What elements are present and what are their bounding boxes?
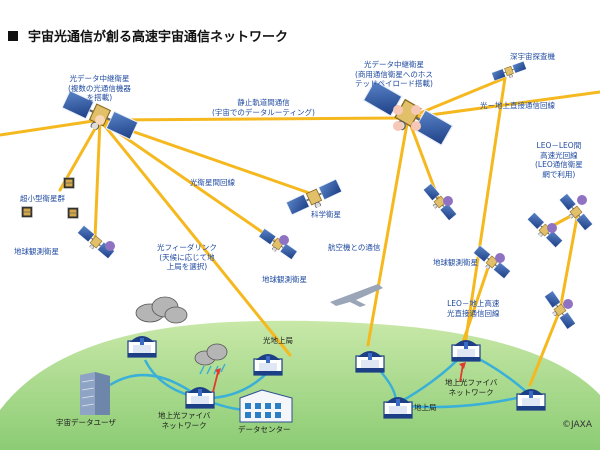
relay-satellite-right-icon <box>359 79 454 152</box>
link-feeder <box>98 118 292 357</box>
link-leo-leo-1 <box>558 210 580 312</box>
label-relay-satellite-2: 光データ中継衛星(商用通信衛星へのホステッドペイロード搭載) <box>355 60 433 88</box>
cloud-icon <box>135 296 228 366</box>
link-geo-geo <box>98 116 410 122</box>
rain-icon <box>199 363 226 375</box>
eo-antenna-right <box>443 196 453 206</box>
copyright-credit: ©JAXA <box>562 420 592 430</box>
label-intersat-link: 光衛星間回線 <box>190 178 235 187</box>
link-eo-right <box>406 116 440 200</box>
label-geo-link: 静止軌道間通信(宇宙でのデータルーティング) <box>212 98 315 117</box>
label-direct-link: 光－地上直接通信回線 <box>480 101 555 110</box>
label-science-satellite: 科学衛星 <box>311 210 341 219</box>
title-bullet-icon <box>8 31 18 41</box>
label-ground-station: 地上局 <box>414 403 437 412</box>
link-eo-center <box>98 118 280 245</box>
label-leo-ground: LEO－地上高速光直接通信回線 <box>447 299 500 318</box>
link-leo-ground <box>460 260 492 347</box>
label-deep-space-probe: 深宇宙探査機 <box>510 52 555 61</box>
label-relay-satellite-1: 光データ中継衛星(複数の光通信機器を搭載) <box>68 74 131 102</box>
label-space-data-user: 宇宙データユーザ <box>56 418 116 427</box>
cubesat-icon <box>63 177 75 189</box>
link-leo-leo-2 <box>528 308 562 387</box>
label-optical-ground-station: 光地上局 <box>263 336 293 345</box>
label-leo-leo: LEO－LEO間高速光回線(LEO通信衛星網で利用) <box>535 141 583 179</box>
label-eo-satellite-right: 地球観測衛星 <box>433 258 478 267</box>
leo-antenna-1 <box>495 253 505 263</box>
leo-antenna-2 <box>577 195 587 205</box>
relay-terminals-right <box>393 105 421 131</box>
label-data-center: データセンター <box>238 425 291 434</box>
leo-satellite-4-icon <box>541 290 577 331</box>
label-aircraft: 航空機との通信 <box>328 243 381 252</box>
label-small-sats: 超小型衛星群 <box>20 194 65 203</box>
title-text: 宇宙光通信が創る高速宇宙通信ネットワーク <box>28 30 289 45</box>
link-left-edge <box>0 118 102 137</box>
data-center-icon <box>239 389 293 423</box>
link-direct <box>463 76 507 347</box>
office-building-icon <box>80 372 110 415</box>
leo-satellite-3-icon <box>525 211 564 250</box>
label-eo-satellite-left: 地球観測衛星 <box>14 247 59 256</box>
eo-antenna-left <box>105 241 115 251</box>
link-right-edge <box>406 90 600 120</box>
eo-satellite-center-icon <box>257 227 298 263</box>
link-science <box>98 118 317 197</box>
aircraft-icon <box>330 284 383 307</box>
eo-antenna-center <box>279 235 289 245</box>
diagram-title: 宇宙光通信が創る高速宇宙通信ネットワーク <box>8 26 288 45</box>
relay-terminal-left <box>95 115 105 125</box>
cubesat-icon <box>21 206 33 218</box>
leo-antenna-3 <box>547 223 557 233</box>
link-eo-left <box>93 118 102 240</box>
link-ground-2 <box>366 116 410 347</box>
selection-arrows <box>212 362 466 393</box>
label-ground-fiber-left: 地上光ファイバネットワーク <box>158 411 211 430</box>
leo-antenna-4 <box>563 299 573 309</box>
label-ground-fiber-right: 地上光ファイバネットワーク <box>445 378 498 397</box>
cubesat-icon <box>67 207 79 219</box>
label-feeder-link: 光フィーダリンク(天候に応じて地上局を選択) <box>157 243 217 271</box>
label-eo-satellite-center: 地球観測衛星 <box>262 275 307 284</box>
